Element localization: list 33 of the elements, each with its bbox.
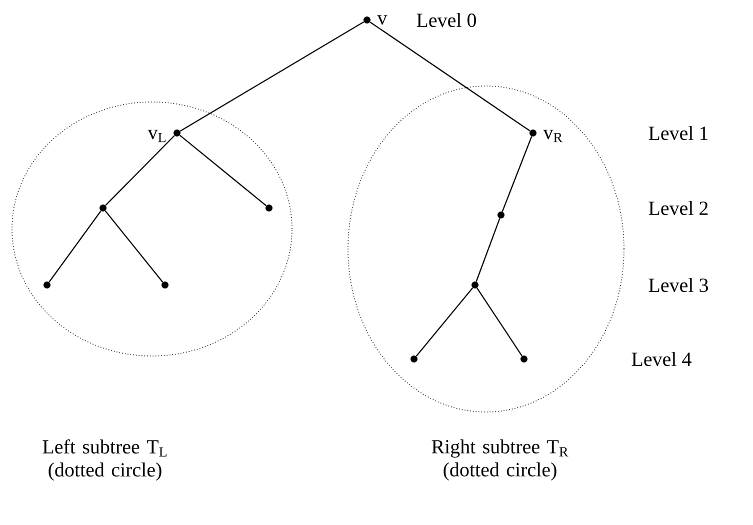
node-label: v [377,15,388,25]
level-label: Level 3 [648,278,708,292]
tree-node-dot [266,204,272,212]
level-label: Level 1 [648,126,708,140]
tree-node-dot [100,204,106,212]
level-label: Level 0 [416,12,476,28]
tree-node-dot [472,282,478,288]
tree-node-dot [520,356,528,362]
dotted-circle [12,102,292,356]
tree-edge [476,288,522,356]
tree-edge [105,135,175,206]
tree-edge [104,210,164,282]
tree-node-dot [44,282,50,288]
tree-node-dot [364,16,370,24]
tree-edge [180,134,267,206]
level-label: Level 4 [632,352,692,366]
tree-edge [416,287,474,357]
tree-node-dot [498,212,504,218]
subtree-caption: Right subtree T$_{R}$ (dotted circle) [432,439,568,481]
level-label: Level 2 [648,200,708,216]
tree-edge [48,210,102,282]
node-label: v$_{R}$ [543,130,563,142]
tree-edge [370,22,530,132]
tree-edge [502,136,532,212]
tree-node-dot [174,130,180,136]
tree-node-dot [162,282,168,288]
tree-edge [180,21,364,132]
tree-node-dot [410,356,418,362]
tree-node-dot [530,130,536,136]
subtree-caption: Left subtree T$_{L}$ (dotted circle) [42,439,166,481]
dotted-circle [348,86,624,412]
tree-edge [476,218,500,282]
node-label: v$_{L}$ [148,130,166,142]
